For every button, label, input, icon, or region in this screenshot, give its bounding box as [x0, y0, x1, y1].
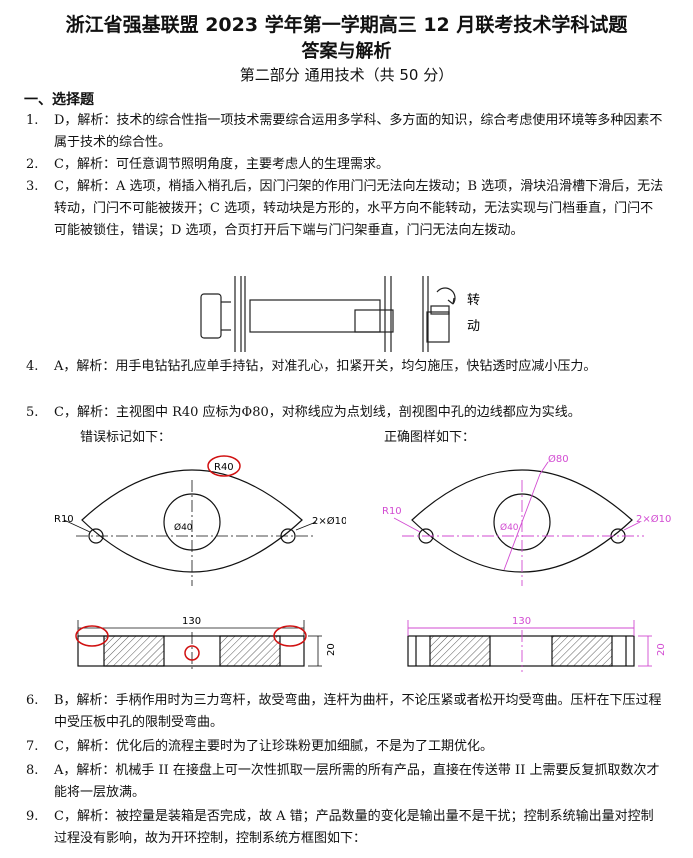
item-number: 6. — [26, 693, 39, 708]
dim-d80: Ø80 — [548, 453, 569, 465]
answer-item-8: 8. A，解析：机械手 II 在接盘上可一次性抓取一层所需的所有产品，直接在传送… — [26, 760, 665, 804]
dim-holes: 2×Ø10 — [312, 515, 346, 527]
rotate-label-1: 转 — [467, 293, 480, 308]
dim-height: 20 — [656, 643, 667, 656]
item-number: 8. — [26, 763, 39, 778]
dim-d40: Ø40 — [174, 522, 193, 533]
item-text: C，解析：可任意调节照明角度，主要考虑人的生理需求。 — [54, 157, 389, 172]
flange-outline — [81, 469, 303, 573]
item-text: A，解析：机械手 II 在接盘上可一次性抓取一层所需的所有产品，直接在传送带 I… — [54, 763, 660, 800]
answer-item-4: 4. A，解析：用手电钻钻孔应单手持钻，对准孔心，扣紧开关，均匀施压，快钻透时应… — [26, 356, 665, 378]
answer-item-3: 3. C，解析：A 选项，梢插入梢孔后，因门闩架的作用门闩无法向左拨动；B 选项… — [26, 176, 665, 242]
section-heading: 一、选择题 — [24, 92, 94, 108]
rotate-label-2: 动 — [467, 319, 480, 334]
latch-figure: 转 动 — [200, 276, 480, 352]
drawing-correct: Ø80 R10 Ø40 2×Ø10 130 20 — [382, 453, 671, 672]
error-mark-center — [184, 645, 200, 661]
rotating-block — [426, 311, 450, 343]
drawing-wrong: R40 R10 Ø40 2×Ø10 130 20 — [54, 455, 346, 672]
dim-d40: Ø40 — [500, 522, 519, 533]
answer-item-2: 2. C，解析：可任意调节照明角度，主要考虑人的生理需求。 — [26, 154, 665, 176]
item-text: B，解析：手柄作用时为三力弯杆，故受弯曲，连杆为曲杆，不论压紧或者松开均受弯曲。… — [54, 693, 662, 730]
dim-holes: 2×Ø10 — [636, 513, 671, 525]
page-subtitle: 答案与解析 — [301, 41, 392, 62]
item-text: D，解析：技术的综合性指一项技术需要综合运用多学科、多方面的知识，综合考虑使用环… — [54, 113, 663, 150]
item-text: A，解析：用手电钻钻孔应单手持钻，对准孔心，扣紧开关，均匀施压，快钻透时应减小压… — [54, 359, 597, 374]
answer-item-7: 7. C，解析：优化后的流程主要时为了让珍珠粉更加细腻，不是为了工期优化。 — [26, 736, 665, 758]
section-outline — [407, 635, 635, 667]
part-heading: 第二部分 通用技术（共 50 分） — [239, 66, 454, 84]
dim-r40: R40 — [214, 462, 234, 473]
answer-item-1: 1. D，解析：技术的综合性指一项技术需要综合运用多学科、多方面的知识，综合考虑… — [26, 110, 665, 154]
dim-r10: R10 — [54, 514, 74, 525]
error-mark-r40 — [207, 455, 241, 477]
item-text: C，解析：优化后的流程主要时为了让珍珠粉更加细腻，不是为了工期优化。 — [54, 739, 493, 754]
error-mark-right-hole — [273, 625, 307, 647]
flange-outline — [411, 469, 633, 573]
item-text: C，解析：A 选项，梢插入梢孔后，因门闩架的作用门闩无法向左拨动；B 选项，滑块… — [54, 179, 664, 238]
item-number: 4. — [26, 359, 39, 374]
latch-bracket-left — [200, 293, 222, 339]
caption-wrong: 错误标记如下： — [80, 430, 172, 445]
caption-right: 正确图样如下： — [384, 430, 476, 445]
item-number: 9. — [26, 809, 39, 824]
item-number: 3. — [26, 179, 39, 194]
item-number: 1. — [26, 113, 39, 128]
answer-item-9: 9. C，解析：被控量是装箱是否完成，故 A 错；产品数量的变化是输出量不是干扰… — [26, 806, 665, 850]
rotation-arrow-icon — [436, 287, 456, 305]
latch-bolt — [249, 299, 381, 333]
dim-width: 130 — [182, 616, 201, 627]
item-number: 5. — [26, 405, 39, 420]
answer-item-5: 5. C，解析：主视图中 R40 应标为Φ80，对称线应为点划线，剖视图中孔的边… — [26, 402, 665, 424]
item-number: 7. — [26, 739, 39, 754]
item-text: C，解析：主视图中 R40 应标为Φ80，对称线应为点划线，剖视图中孔的边线都应… — [54, 405, 581, 420]
dim-height: 20 — [326, 643, 337, 656]
dim-width: 130 — [512, 616, 531, 627]
item-text: C，解析：被控量是装箱是否完成，故 A 错；产品数量的变化是输出量不是干扰；控制… — [54, 809, 654, 846]
item-number: 2. — [26, 157, 39, 172]
dim-r10: R10 — [382, 506, 402, 517]
page-title: 浙江省强基联盟 2023 学年第一学期高三 12 月联考技术学科试题 — [65, 14, 628, 36]
answer-item-6: 6. B，解析：手柄作用时为三力弯杆，故受弯曲，连杆为曲杆，不论压紧或者松开均受… — [26, 690, 665, 734]
error-mark-left-hole — [75, 625, 109, 647]
section-outline — [77, 635, 305, 667]
